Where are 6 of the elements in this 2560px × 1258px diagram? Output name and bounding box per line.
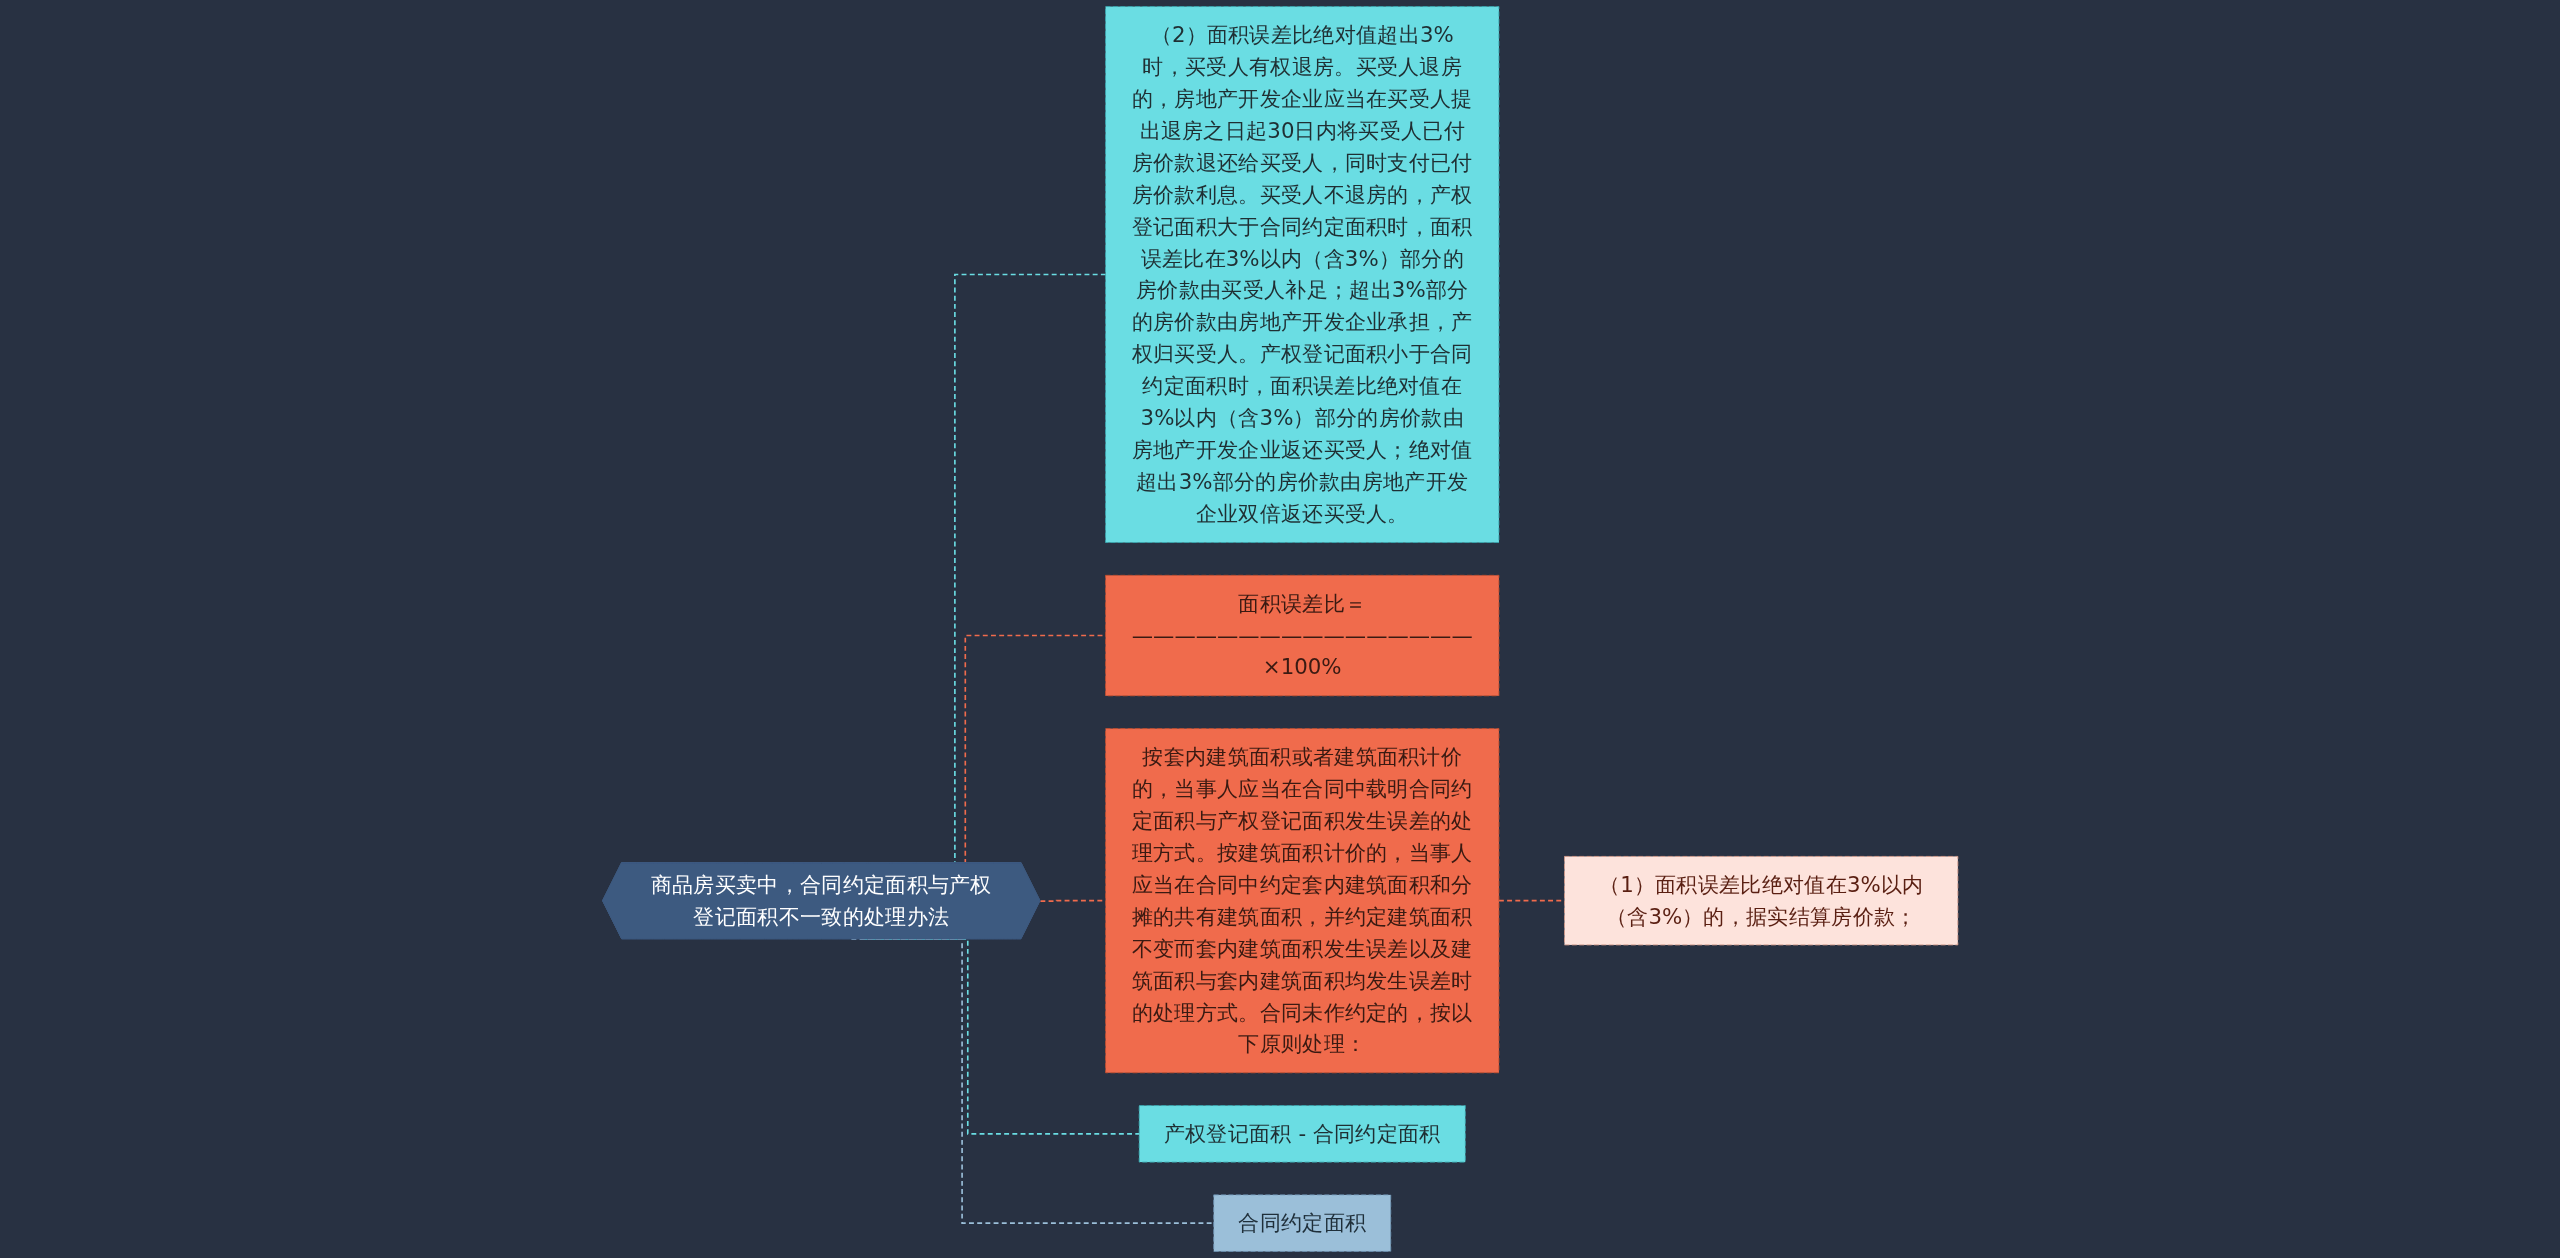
node-box: 产权登记面积 - 合同约定面积: [1138, 1105, 1466, 1163]
node-box: 面积误差比＝————————————————×100%: [1104, 574, 1500, 697]
node-box: （1）面积误差比绝对值在3%以内（含3%）的，据实结算房价款；: [1563, 856, 1959, 946]
node-box: （2）面积误差比绝对值超出3%时，买受人有权退房。买受人退房的，房地产开发企业应当在买受人提出退房之日起30日内将买受人已付房价款退还给买受人，同时支付已付房价款利息。买受人不退房的，产权登记面积大于合同约定面积时，面积误差比在3%以内（含3%）部分的房价款由买受人补足；超出3%部分的房价款由房地产开发企业承担，产权归买受人。产权登记面积小于合同约定面积时，面积误差比绝对值在3%以内（含3%）部分的房价款由房地产开发企业返还买受人；绝对值超出3%部分的房价款由房地产开发企业双倍返还买受人。: [1104, 6, 1500, 543]
node-box: 合同约定面积: [1213, 1194, 1391, 1252]
node-box: 按套内建筑面积或者建筑面积计价的，当事人应当在合同中载明合同约定面积与产权登记面积发生误差的处理方式。按建筑面积计价的，当事人应当在合同中约定套内建筑面积和分摊的共有建筑面积，并约定建筑面积不变而套内建筑面积发生误差以及建筑面积与套内建筑面积均发生误差时的处理方式。合同未作约定的，按以下原则处理：: [1104, 728, 1500, 1074]
